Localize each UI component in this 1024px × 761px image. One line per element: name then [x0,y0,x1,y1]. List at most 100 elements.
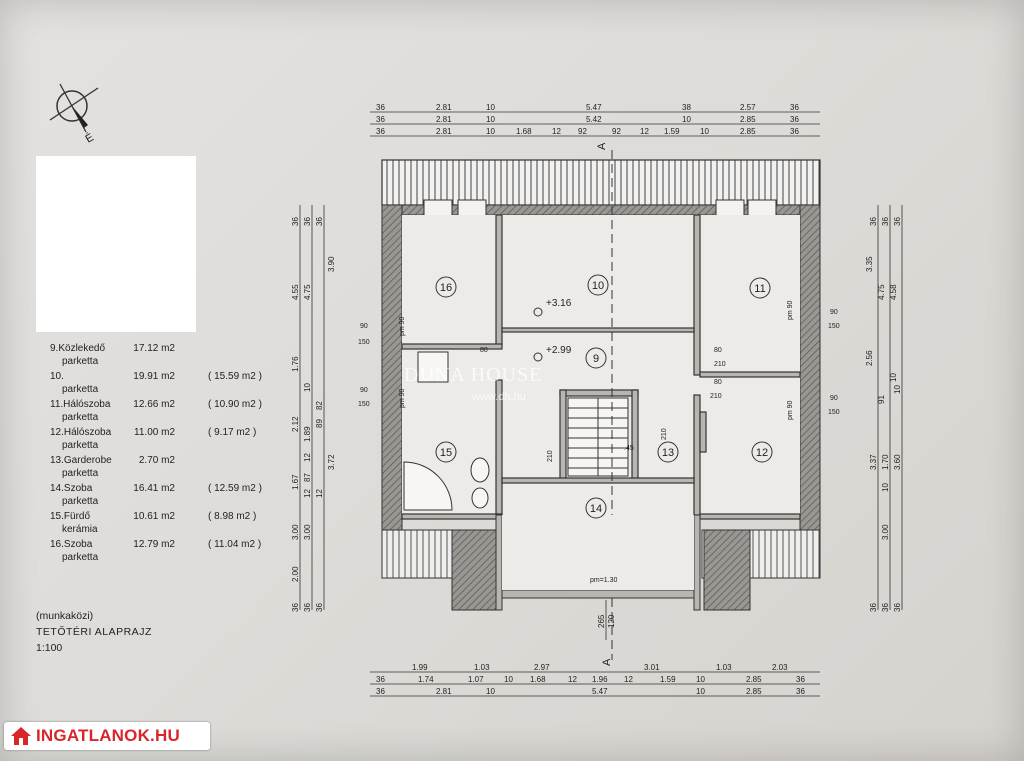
room-11: 11 [754,283,765,295]
svg-text:2.85: 2.85 [746,687,762,696]
lower-bay [381,514,821,611]
legend-room-net: ( 10.90 m2 ) [208,399,262,410]
level-lower: +2.99 [546,345,572,356]
north-label: É [83,131,96,146]
legend-room-area: 11.00 m2 [134,427,175,438]
svg-text:5.47: 5.47 [586,103,602,112]
svg-text:2.81: 2.81 [436,127,452,136]
level-upper: +3.16 [546,298,572,309]
legend-room-name: 16.Szoba [50,539,93,550]
svg-text:2.03: 2.03 [772,663,788,672]
svg-text:2.12: 2.12 [291,416,300,432]
legend-row: 14.Szoba 16.41 m2 ( 12.59 m2 ) parketta [40,482,280,510]
svg-text:150: 150 [358,339,370,346]
svg-text:91: 91 [877,395,886,404]
legend-room-name: 15.Fürdő [50,511,91,522]
svg-text:2.81: 2.81 [436,103,452,112]
ingatlanok-badge[interactable]: INGATLANOK.HU [4,722,210,750]
room-16: 16 [440,282,452,294]
bathroom-fixtures [403,351,490,511]
badge-text: INGATLANOK.HU [36,726,180,745]
svg-text:10: 10 [881,483,890,492]
svg-text:pm 90: pm 90 [787,400,794,420]
legend-room-net: ( 11.04 m2 ) [208,539,262,550]
svg-text:87: 87 [303,473,312,482]
svg-text:2.57: 2.57 [740,103,756,112]
plan-scale: 1:100 [36,642,63,654]
dimension-lines [299,111,903,697]
svg-text:36: 36 [790,115,799,124]
svg-text:92: 92 [612,127,621,136]
svg-text:1.76: 1.76 [291,356,300,372]
svg-text:2.81: 2.81 [436,687,452,696]
legend-room-floor: parketta [62,496,99,507]
svg-text:80: 80 [714,379,722,386]
legend-room-net: ( 8.98 m2 ) [208,511,257,522]
svg-text:3.35: 3.35 [865,256,874,272]
svg-text:10: 10 [893,385,902,394]
room-area-legend: 9.Közlekedő 17.12 m2 parketta 10. 19.91 … [40,342,280,566]
svg-text:36: 36 [881,603,890,612]
svg-text:pm 90: pm 90 [787,300,794,320]
legend-row: 10. 19.91 m2 ( 15.59 m2 ) parketta [40,370,280,398]
legend-room-floor: parketta [62,412,99,423]
svg-text:150: 150 [358,401,370,408]
svg-text:36: 36 [893,603,902,612]
svg-text:210: 210 [714,361,726,368]
svg-text:36: 36 [893,217,902,226]
svg-text:10: 10 [696,687,705,696]
svg-text:2.85: 2.85 [746,675,762,684]
legend-room-area: 12.79 m2 [133,539,175,550]
svg-text:1.03: 1.03 [716,663,732,672]
svg-text:89: 89 [315,419,324,428]
svg-text:1.07: 1.07 [468,675,484,684]
svg-text:10: 10 [303,383,312,392]
svg-text:12: 12 [568,675,577,684]
svg-text:36: 36 [303,603,312,612]
legend-room-area: 10.61 m2 [133,511,175,522]
outer-walls [381,204,821,531]
svg-text:120: 120 [607,614,616,628]
svg-text:150: 150 [828,409,840,416]
svg-text:36: 36 [881,217,890,226]
svg-text:12: 12 [303,489,312,498]
legend-room-name: 12.Hálószoba [50,427,112,438]
house-icon [11,727,31,745]
svg-text:12: 12 [640,127,649,136]
svg-text:2.56: 2.56 [865,350,874,366]
legend-room-floor: parketta [62,384,99,395]
legend-room-floor: parketta [62,468,99,479]
legend-room-area: 16.41 m2 [133,483,175,494]
opening-annotations: pm 90 pm 90 pm 90 pm 90 90 150 90 150 90… [358,300,840,584]
room-15: 15 [440,447,452,459]
svg-text:pm=1.30: pm=1.30 [590,577,618,584]
legend-room-floor: kerámia [62,524,98,535]
svg-text:90: 90 [830,395,838,402]
svg-text:10: 10 [504,675,513,684]
svg-text:36: 36 [303,217,312,226]
svg-text:1.59: 1.59 [660,675,676,684]
svg-text:10: 10 [486,687,495,696]
svg-text:12: 12 [303,453,312,462]
svg-text:4.58: 4.58 [889,284,898,300]
legend-row: 16.Szoba 12.79 m2 ( 11.04 m2 ) parketta [40,538,280,566]
svg-text:36: 36 [869,217,878,226]
svg-text:4.75: 4.75 [303,284,312,300]
svg-text:1.68: 1.68 [516,127,532,136]
plan-status: (munkaközi) [36,610,94,622]
svg-text:10: 10 [889,373,898,382]
legend-room-name: 14.Szoba [50,483,93,494]
legend-room-floor: parketta [62,440,99,451]
staircase [567,397,629,477]
legend-row: 11.Hálószoba 12.66 m2 ( 10.90 m2 ) parke… [40,398,280,426]
svg-text:80: 80 [480,347,488,354]
svg-text:3.00: 3.00 [303,524,312,540]
legend-room-net: ( 12.59 m2 ) [208,483,262,494]
svg-text:10: 10 [682,115,691,124]
svg-text:5.42: 5.42 [586,115,602,124]
svg-text:2.00: 2.00 [291,566,300,582]
svg-text:1.74: 1.74 [418,675,434,684]
room-12: 12 [756,447,768,459]
plan-title: TETŐTÉRI ALAPRAJZ [36,626,152,638]
svg-text:90: 90 [830,309,838,316]
